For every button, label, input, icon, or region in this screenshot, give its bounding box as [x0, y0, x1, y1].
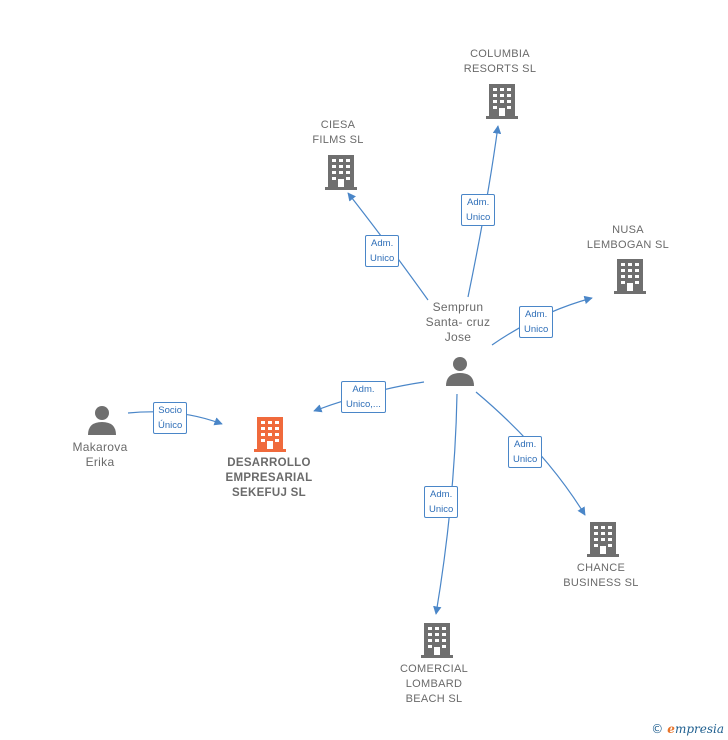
edge-label-to-desarrollo: Adm. Unico,... [341, 381, 386, 413]
building-icon [587, 522, 619, 557]
copyright-icon: © [651, 722, 664, 736]
building-icon [325, 155, 357, 190]
edge-label-to-columbia: Adm. Unico [461, 194, 496, 226]
node-label-semprun: Semprun Santa- cruz Jose [425, 300, 491, 344]
edge-label-makarova-to-desarrollo: Socio Único [153, 402, 188, 434]
edge-label-to-comercial: Adm. Unico [424, 486, 459, 518]
edge-label-to-chance: Adm. Unico [508, 436, 543, 468]
person-icon [88, 406, 116, 435]
node-label-columbia: COLUMBIA RESORTS SL [463, 48, 537, 75]
node-label-ciesa: CIESA FILMS SL [312, 119, 364, 146]
edge-label-to-nusa: Adm. Unico [519, 306, 554, 338]
building-icon [614, 259, 646, 294]
node-label-chance: CHANCE BUSINESS SL [563, 562, 639, 589]
brand-logo-text: mpresia [674, 722, 724, 736]
node-label-comercial: COMERCIAL LOMBARD BEACH SL [399, 663, 469, 705]
node-label-nusa: NUSA LEMBOGAN SL [586, 224, 670, 251]
brand-logo-e: e [667, 722, 675, 736]
node-label-makarova: Makarova Erika [72, 440, 128, 469]
edge-label-to-ciesa: Adm. Unico [365, 235, 400, 267]
person-icon [446, 357, 474, 386]
building-icon [254, 417, 286, 452]
node-label-desarrollo: DESARROLLO EMPRESARIAL SEKEFUJ SL [225, 457, 313, 499]
brand-footer: ©empresia [651, 722, 724, 736]
building-icon [421, 623, 453, 658]
building-icon [486, 84, 518, 119]
